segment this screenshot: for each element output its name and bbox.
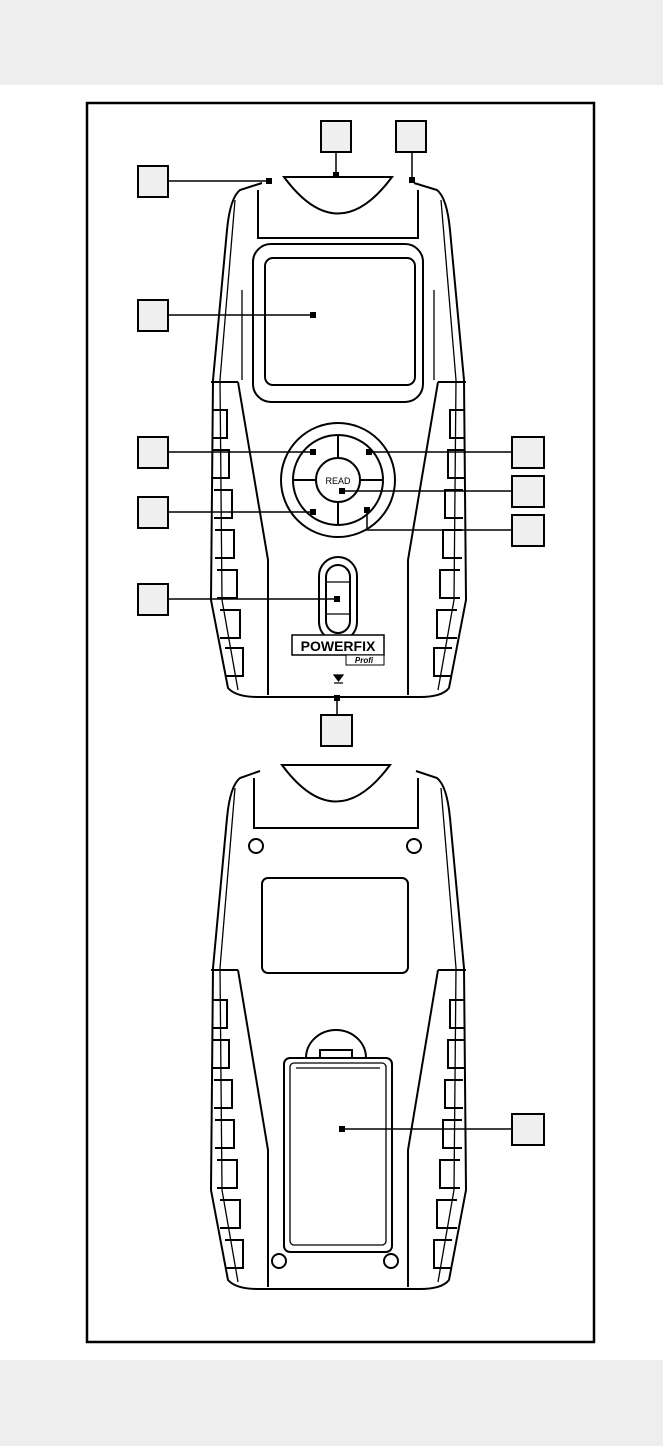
brand-sub: Profi <box>355 656 374 665</box>
read-button-label: READ <box>325 476 351 486</box>
callout-box <box>511 514 545 547</box>
brand-logo-box <box>291 634 385 656</box>
leader-lines <box>168 151 512 1132</box>
grip-notches-right <box>433 409 464 677</box>
callout-box <box>137 436 169 469</box>
callout-box <box>137 583 169 616</box>
read-button[interactable] <box>315 457 361 503</box>
callout-box <box>320 120 352 153</box>
marker-triangle-icon <box>332 674 345 684</box>
callout-box <box>137 299 169 332</box>
bottom-band <box>0 1360 663 1446</box>
callout-box <box>395 120 427 153</box>
callout-box <box>137 496 169 529</box>
device-front: READ POWERFIX Profi <box>209 176 468 698</box>
battery-cover[interactable] <box>283 1057 393 1253</box>
callout-box <box>320 714 353 747</box>
callout-boxes <box>137 120 545 1146</box>
display-frame <box>252 243 424 403</box>
brand-logo: POWERFIX <box>301 638 376 654</box>
brand-sub-box <box>345 654 385 666</box>
top-band <box>0 0 663 85</box>
figure-frame <box>85 101 596 1344</box>
callout-box <box>511 436 545 469</box>
callout-box <box>511 475 545 508</box>
grip-notches-left <box>213 409 244 677</box>
sensor-head <box>282 176 394 215</box>
button-ring <box>280 422 396 538</box>
device-back <box>209 764 468 1290</box>
callout-box <box>511 1113 545 1146</box>
back-label-area <box>261 877 409 974</box>
display <box>264 257 416 386</box>
callout-box <box>137 165 169 198</box>
